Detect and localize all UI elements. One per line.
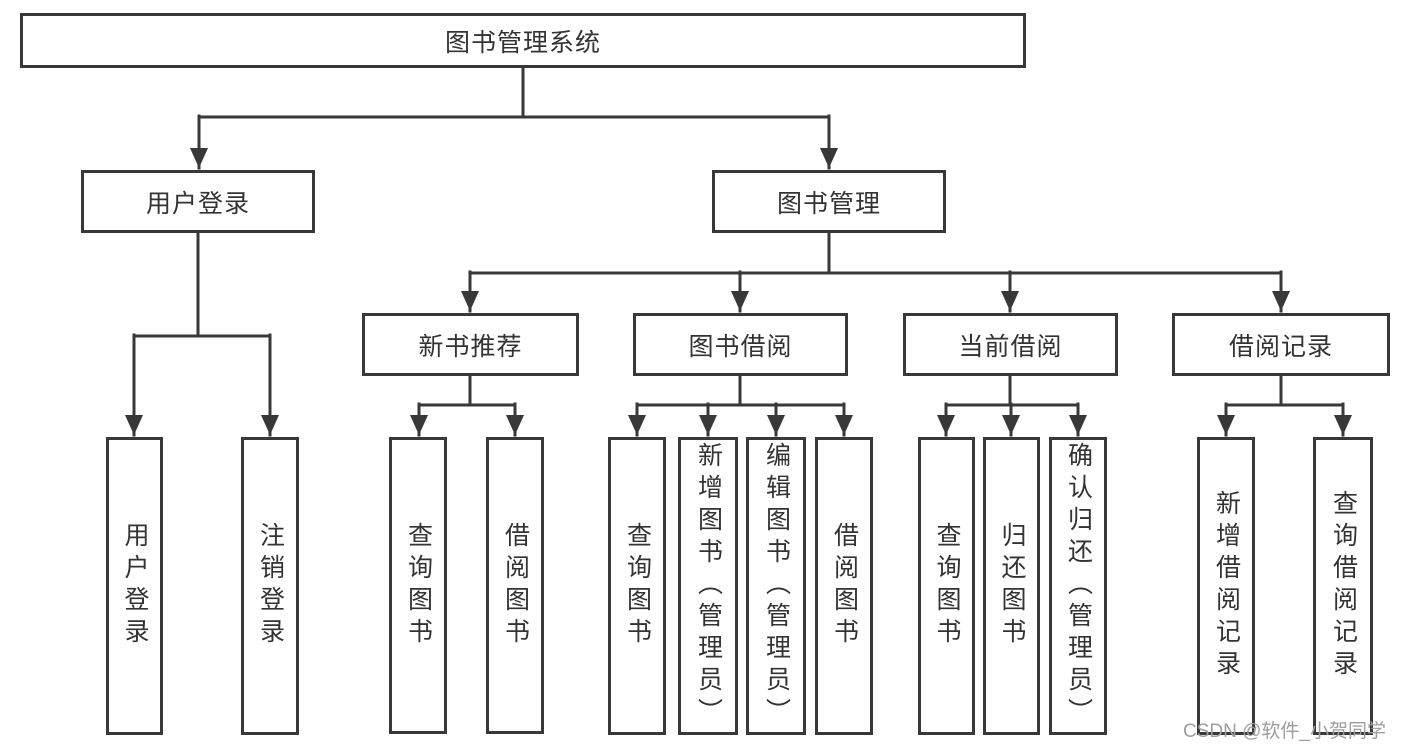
leaf-query-borrow-record-label: 查询借阅记录 bbox=[1329, 490, 1358, 682]
leaf-return-books: 归还图书 bbox=[983, 437, 1040, 735]
leaf-edit-books-admin: 编辑图书（管理员） bbox=[746, 437, 806, 735]
node-root: 图书管理系统 bbox=[20, 13, 1026, 68]
node-current-borrow: 当前借阅 bbox=[903, 313, 1118, 376]
node-current-borrow-label: 当前借阅 bbox=[958, 332, 1063, 361]
node-borrow-records-label: 借阅记录 bbox=[1228, 332, 1333, 361]
node-book-management-label: 图书管理 bbox=[776, 189, 881, 218]
leaf-borrow-query-books-label: 查询图书 bbox=[623, 522, 652, 650]
leaf-edit-books-admin-label: 编辑图书（管理员） bbox=[762, 442, 791, 730]
leaf-confirm-return-admin-label: 确认归还（管理员） bbox=[1064, 442, 1093, 730]
leaf-recommend-query-books: 查询图书 bbox=[389, 437, 447, 734]
node-new-book-recommend-label: 新书推荐 bbox=[418, 332, 523, 361]
leaf-recommend-query-books-label: 查询图书 bbox=[404, 521, 433, 650]
leaf-return-books-label: 归还图书 bbox=[998, 522, 1026, 650]
leaf-borrow-query-books: 查询图书 bbox=[608, 437, 666, 735]
leaf-confirm-return-admin: 确认归还（管理员） bbox=[1049, 437, 1107, 735]
leaf-logout: 注销登录 bbox=[241, 437, 299, 735]
leaf-add-books-admin: 新增图书（管理员） bbox=[678, 437, 738, 735]
node-new-book-recommend: 新书推荐 bbox=[362, 313, 579, 376]
leaf-recommend-borrow-books: 借阅图书 bbox=[486, 437, 544, 734]
leaf-user-login: 用户登录 bbox=[106, 437, 163, 735]
leaf-add-borrow-record-label: 新增借阅记录 bbox=[1212, 490, 1241, 682]
leaf-user-login-label: 用户登录 bbox=[121, 522, 149, 650]
leaf-borrow-books-label: 借阅图书 bbox=[830, 522, 859, 650]
leaf-recommend-borrow-books-label: 借阅图书 bbox=[501, 521, 530, 650]
node-book-borrow-label: 图书借阅 bbox=[688, 332, 793, 361]
node-user-login: 用户登录 bbox=[81, 170, 315, 233]
leaf-add-books-admin-label: 新增图书（管理员） bbox=[694, 442, 723, 730]
node-root-label: 图书管理系统 bbox=[444, 28, 601, 57]
node-user-login-label: 用户登录 bbox=[145, 189, 250, 218]
watermark: CSDN @软件_小贺同学 bbox=[1183, 721, 1386, 742]
leaf-logout-label: 注销登录 bbox=[256, 522, 285, 650]
leaf-borrow-books: 借阅图书 bbox=[815, 437, 873, 735]
leaf-current-query-books-label: 查询图书 bbox=[933, 522, 961, 650]
node-book-borrow: 图书借阅 bbox=[633, 313, 848, 376]
leaf-add-borrow-record: 新增借阅记录 bbox=[1197, 437, 1255, 735]
node-borrow-records: 借阅记录 bbox=[1172, 313, 1390, 376]
leaf-query-borrow-record: 查询借阅记录 bbox=[1313, 437, 1373, 735]
leaf-current-query-books: 查询图书 bbox=[918, 437, 975, 735]
node-book-management: 图书管理 bbox=[712, 170, 946, 233]
